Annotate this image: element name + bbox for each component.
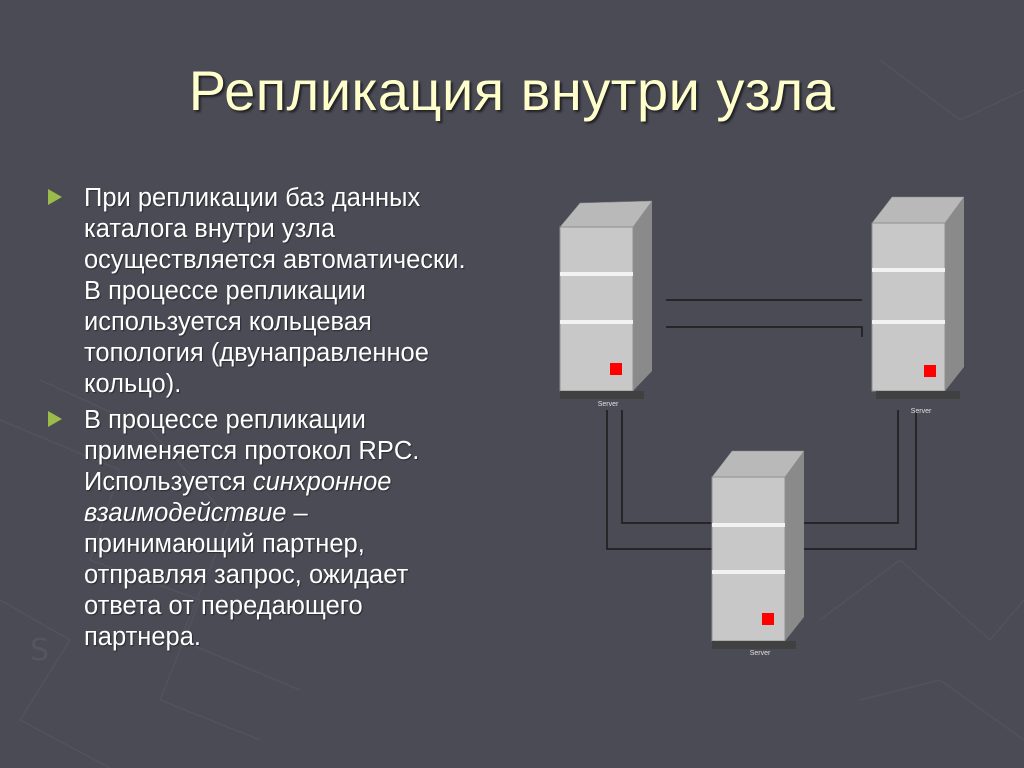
- svg-text:S: S: [30, 633, 49, 668]
- bullet-text: При репликации баз данных каталога внутр…: [84, 184, 466, 398]
- connection-line: [802, 410, 899, 524]
- server-label: Server: [598, 401, 619, 408]
- status-indicator: [610, 363, 622, 375]
- bullet-item: При репликации баз данных каталога внутр…: [44, 183, 484, 400]
- status-indicator: [762, 613, 774, 625]
- connection-line: [606, 410, 712, 550]
- server-label: Server: [750, 650, 771, 657]
- bullet-list: При репликации баз данных каталога внутр…: [44, 183, 484, 658]
- slide-title: Репликация внутри узла: [188, 59, 836, 122]
- triangle-bullet-icon: [48, 411, 62, 427]
- bullet-text-part: В процессе репликации применяется проток…: [84, 406, 420, 496]
- connection-lines: [606, 299, 917, 550]
- status-indicator: [924, 365, 936, 377]
- connection-line: [666, 326, 863, 337]
- connection-line: [802, 410, 917, 550]
- bullet-text-italic: синхронное взаимодействие: [84, 468, 392, 527]
- server-icon: [711, 450, 805, 649]
- bullet-text-part: – принимающий партнер, отправляя запрос,…: [84, 499, 409, 651]
- replication-ring-diagram: Server Server Server: [559, 196, 965, 657]
- bullet-item: В процессе репликации применяется проток…: [44, 405, 484, 653]
- server-icon: [871, 196, 965, 399]
- triangle-bullet-icon: [48, 189, 62, 205]
- server-label: Server: [911, 408, 932, 415]
- connection-line: [621, 410, 712, 524]
- bullet-text: В процессе репликации применяется проток…: [84, 405, 484, 653]
- server-icon: [559, 200, 653, 399]
